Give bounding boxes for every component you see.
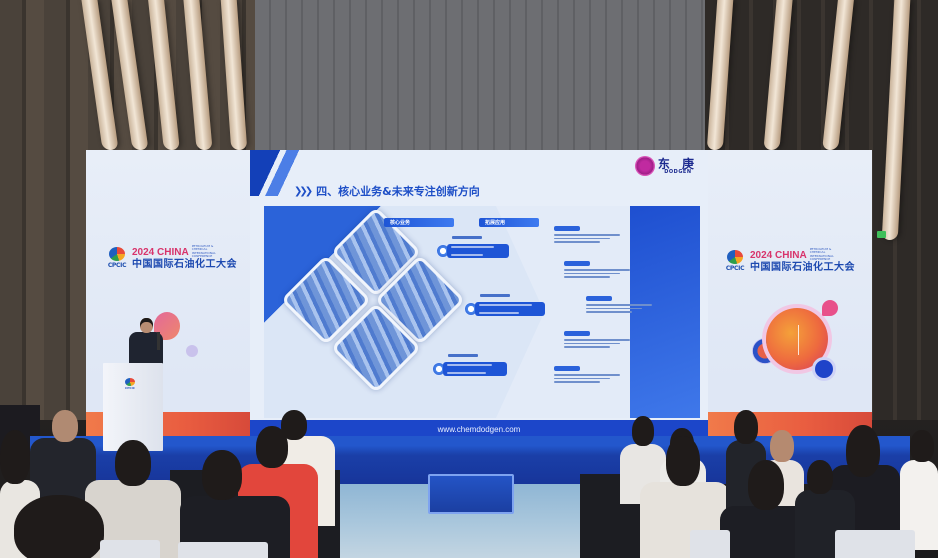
podium-logo-text: CPCIC: [125, 386, 135, 390]
extension-item: [564, 261, 630, 280]
microphone-icon: [157, 332, 160, 350]
center-wall-paneling: [255, 0, 705, 155]
extension-item: [564, 331, 630, 350]
decorative-droplet-icon: [822, 300, 838, 316]
conference-year: 2024 CHINA: [132, 247, 189, 259]
core-item-label: [452, 236, 482, 239]
slide-title: ❯❯❯ 四、核心业务&未来专注创新方向: [294, 183, 480, 199]
podium-logo: CPCIC: [125, 378, 135, 390]
slide-corner-decoration: [250, 150, 308, 196]
stage-bench: [428, 474, 514, 514]
cpcic-logo-text: CPCIC: [107, 262, 127, 270]
section-extended-applications: 拓展应用: [479, 218, 539, 227]
dodgen-flower-icon: [634, 156, 655, 176]
conference-subtitle: PETROLEUM & CHEMICAL INTERNATIONAL CONFE…: [809, 247, 834, 261]
dodgen-logo: 东 庚 DODGEN: [634, 156, 698, 176]
cpcic-emblem-icon: [727, 250, 743, 265]
conference-brand: CPCIC 2024 CHINA PETROLEUM & CHEMICAL IN…: [724, 247, 855, 274]
led-screen: CPCIC 2024 CHINA PETROLEUM & CHEMICAL IN…: [86, 150, 872, 438]
slide-footer: www.chemdodgen.com: [250, 420, 708, 438]
exit-sign-icon: [877, 231, 886, 238]
core-item-label: [448, 354, 478, 357]
cpcic-emblem-icon: [125, 378, 135, 386]
slide-right-band: [630, 206, 700, 418]
audience-chair: [178, 542, 268, 558]
section-core-business: 核心业务: [384, 218, 454, 227]
energy-droplet-icon: [766, 308, 828, 370]
decorative-circle: [815, 360, 833, 378]
extension-item: [554, 226, 620, 245]
wind-turbine-icon: [798, 325, 799, 355]
core-item: [464, 294, 545, 316]
cpcic-logo: CPCIC: [106, 247, 128, 269]
extension-item: [554, 366, 620, 385]
dodgen-name-cn: 东 庚: [657, 156, 698, 171]
presentation-slide: ❯❯❯ 四、核心业务&未来专注创新方向 东 庚 DODGEN 核心业务 拓展应用: [250, 150, 708, 438]
conference-brand: CPCIC 2024 CHINA PETROLEUM & CHEMICAL IN…: [106, 244, 237, 271]
conference-title-cn: 中国国际石油化工大会: [132, 259, 237, 271]
conference-subtitle: PETROLEUM & CHEMICAL INTERNATIONAL CONFE…: [191, 244, 216, 258]
cpcic-emblem-icon: [109, 247, 125, 262]
slide-body: 核心业务 拓展应用: [264, 206, 700, 418]
company-url: www.chemdodgen.com: [437, 424, 521, 434]
audience-chair: [690, 530, 730, 558]
cpcic-logo: CPCIC: [724, 250, 746, 272]
conference-title-cn: 中国国际石油化工大会: [750, 262, 855, 274]
core-item-label: [480, 294, 510, 297]
chevrons-icon: ❯❯❯: [294, 185, 313, 197]
audience-chair: [835, 530, 915, 558]
audience-chair: [100, 540, 160, 558]
speaker: [127, 318, 163, 364]
right-side-panel: CPCIC 2024 CHINA PETROLEUM & CHEMICAL IN…: [708, 150, 872, 438]
dodgen-name-en: DODGEN: [664, 168, 692, 175]
extension-item: [586, 296, 652, 315]
cpcic-logo-text: CPCIC: [725, 265, 745, 273]
core-item: [436, 236, 509, 258]
decorative-circle: [186, 345, 198, 357]
slide-title-text: 四、核心业务&未来专注创新方向: [316, 185, 480, 198]
conference-year: 2024 CHINA: [750, 250, 807, 262]
podium: CPCIC: [103, 363, 163, 451]
speaker-head: [140, 318, 153, 333]
core-item: [432, 354, 507, 376]
